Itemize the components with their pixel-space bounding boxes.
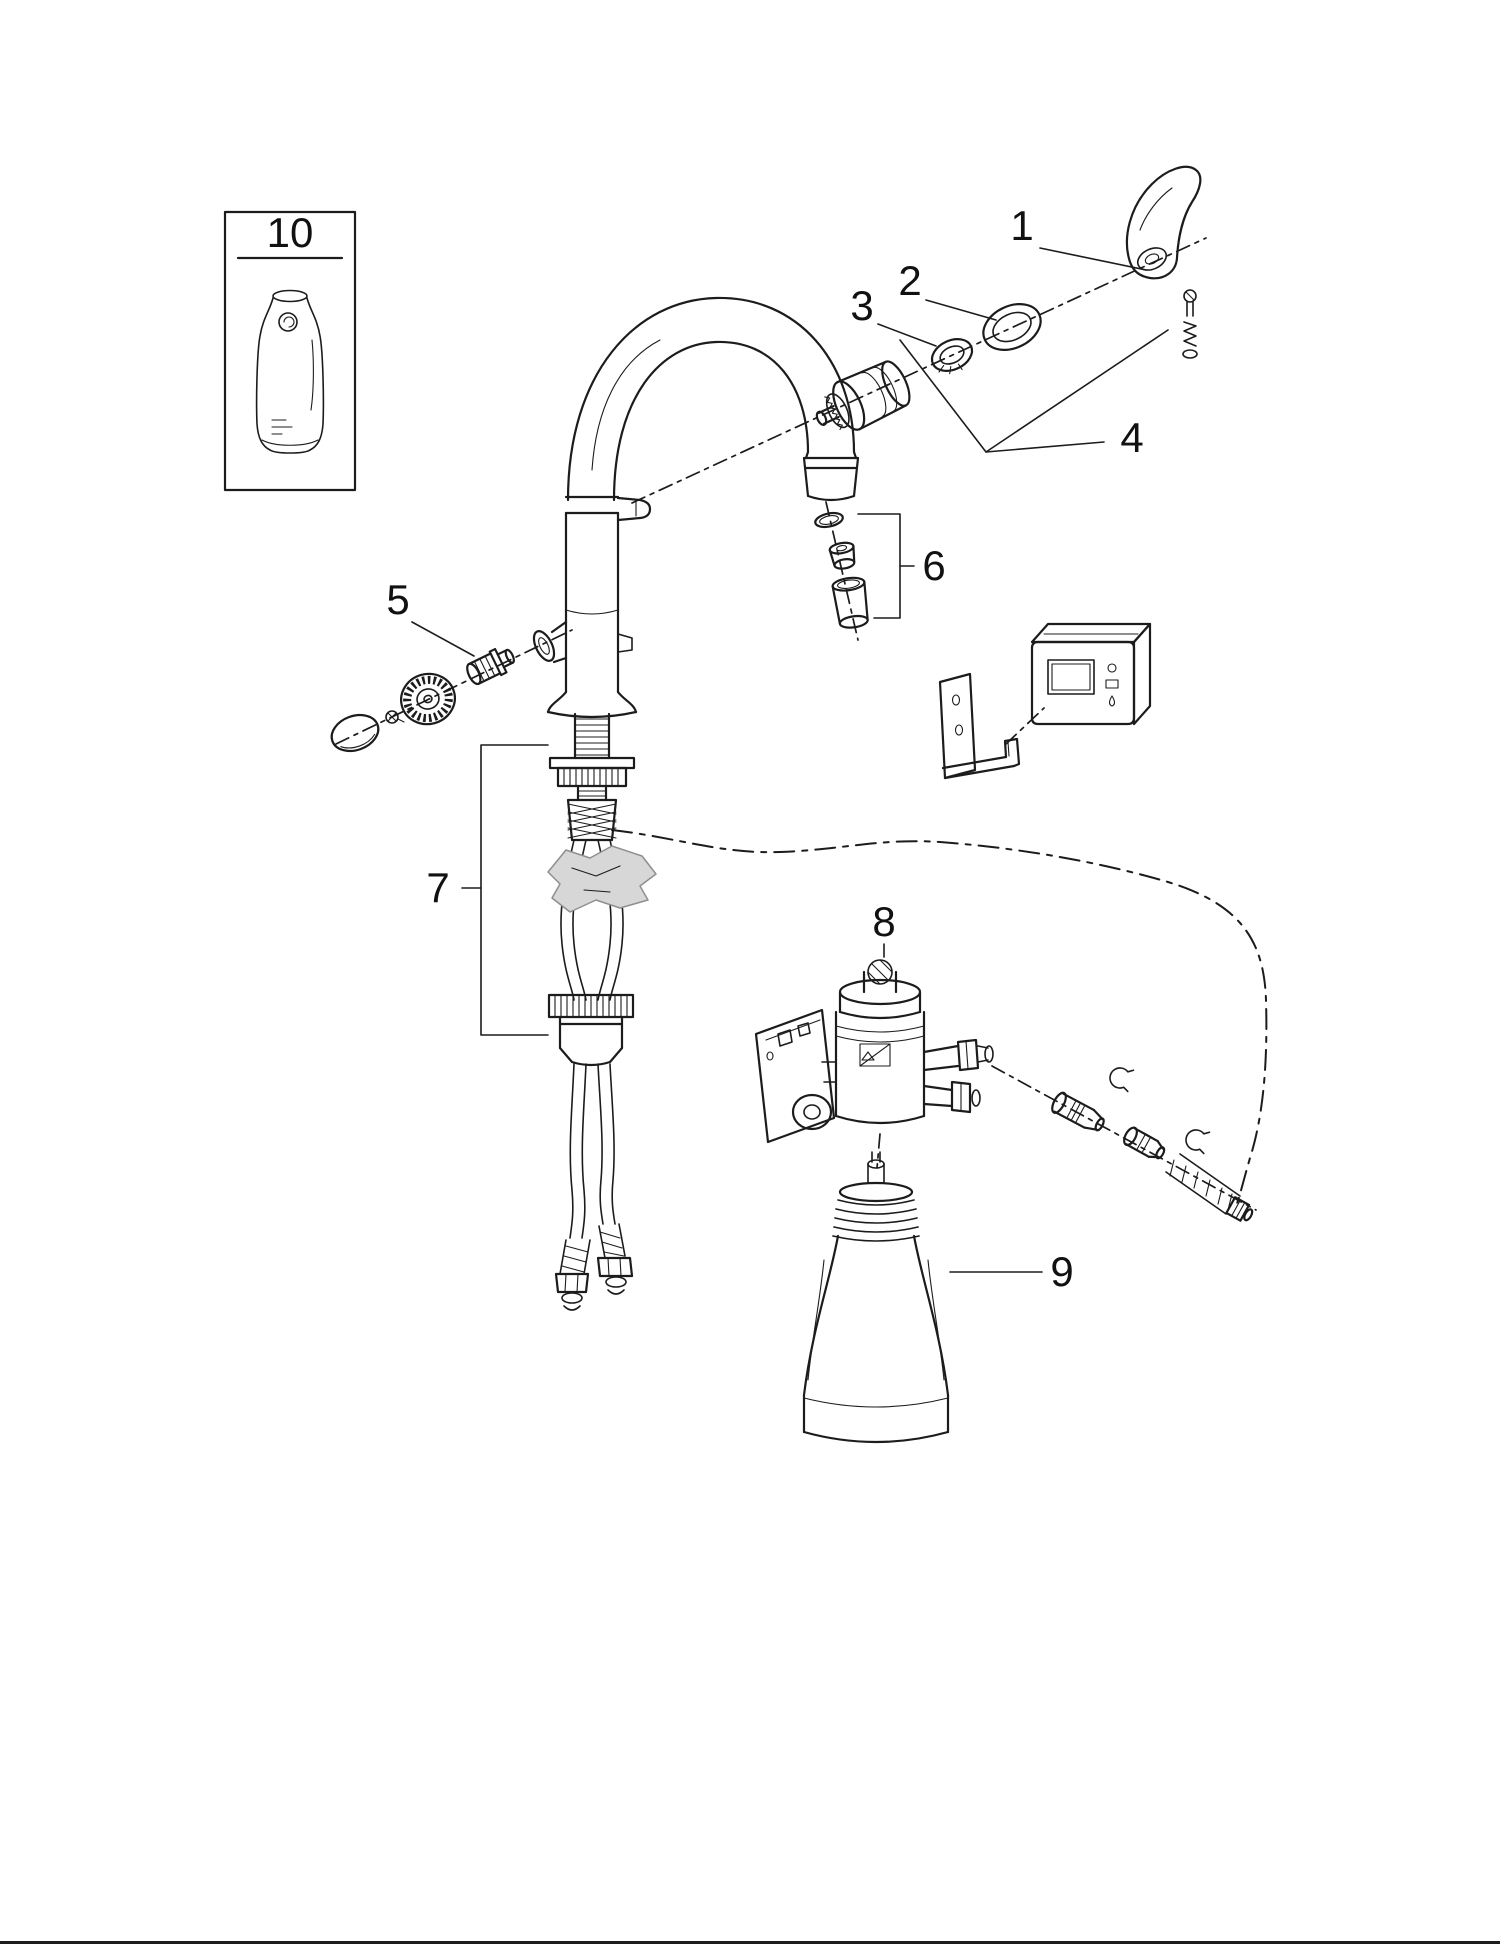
callout-5-label: 5 [386,576,409,623]
callouts: 1 2 3 4 5 6 7 8 9 [386,202,1169,1295]
carafe-illustration [255,289,325,454]
drop-icon [1108,695,1116,707]
aerator-shell [831,576,869,629]
part-5-group [330,629,573,753]
control-box [1030,622,1152,726]
faucet-spout [566,296,860,502]
callout-7-label: 7 [426,864,449,911]
head-mounting-plate [754,1008,837,1144]
outlet-ports [922,1038,994,1114]
quick-connector [547,993,635,1067]
part-6-group [814,501,869,641]
hose-fittings [991,1065,1257,1222]
callout-9-label: 9 [1050,1248,1073,1295]
faucet-collar [564,495,652,522]
filter-hoses [554,1063,634,1311]
knob-screw [385,710,405,724]
faucet [532,296,860,842]
foam-gasket [547,845,657,913]
aerator-insert [828,541,856,570]
group-6-bracket [857,513,915,619]
callout-4-label: 4 [1120,414,1143,461]
cartridge [815,360,911,431]
display-screen [1047,659,1095,695]
aerator-oring [814,511,844,529]
knurled-knob [400,672,456,726]
part-10-inset-box: 10 [223,209,357,492]
callout-1-label: 1 [1010,202,1033,249]
group-4-bracket [899,329,1169,453]
handle-set-screw [1182,289,1198,359]
valve-stem [466,647,515,686]
filter-head [754,959,994,1144]
escutcheon-ring-2 [982,303,1042,351]
button-icon [1107,663,1117,673]
warning-label [859,1043,891,1067]
hose-routing [611,829,1268,1207]
oval-cap [330,713,380,753]
page-bottom-rule [0,1941,1500,1944]
retaining-clip-b [1185,1129,1211,1155]
seal-ring-3 [930,338,974,375]
handle-lever [1125,165,1202,280]
carafe-logo-icon [278,312,298,332]
mounting-shank [548,712,636,842]
callout-10-label: 10 [267,209,314,256]
callout-6-label: 6 [922,542,945,589]
callout-3-label: 3 [850,282,873,329]
group-7-bracket [461,744,549,1036]
braided-hose-end [1165,1153,1254,1222]
box-wall-bracket [938,672,1045,780]
retaining-clip-a [1109,1067,1135,1093]
spring [1183,321,1197,347]
filter-cartridge [802,1133,950,1444]
parts-1-4-group [631,165,1207,504]
hose-nut [1123,1126,1166,1160]
check-valve-adapter [1051,1091,1105,1132]
callout-8-label: 8 [872,898,895,945]
callout-2-label: 2 [898,257,921,304]
faucet-body [532,511,638,719]
